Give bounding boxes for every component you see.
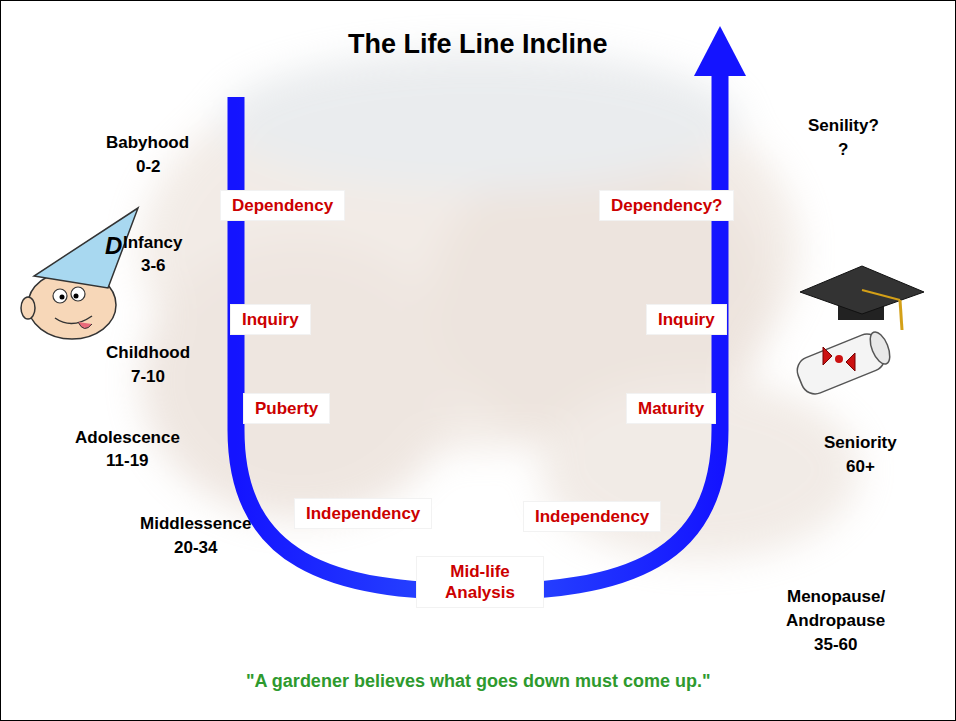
- stage-box: Inquiry: [646, 304, 727, 335]
- stage-text: Dependency: [232, 195, 333, 216]
- stage-text: Puberty: [255, 398, 318, 419]
- title: The Life Line Incline: [348, 29, 608, 60]
- stage-box: Dependency?: [599, 190, 734, 221]
- age-label: Senility?: [808, 116, 879, 136]
- stage-box: Dependency: [220, 190, 345, 221]
- age-label: Babyhood: [106, 133, 189, 153]
- stage-text: Mid-life Analysis: [428, 561, 532, 603]
- age-label: Menopause/: [787, 587, 885, 607]
- stage-box: Puberty: [243, 393, 330, 424]
- stage-box: Independency: [294, 498, 432, 529]
- age-label: 35-60: [814, 635, 857, 655]
- age-label: 20-34: [174, 538, 217, 558]
- age-label: Middlessence: [140, 514, 252, 534]
- caption: "A gardener believes what goes down must…: [246, 671, 711, 692]
- dunce-figure: [21, 208, 138, 339]
- stage-text: Independency: [306, 503, 420, 524]
- stage-box: Independency: [523, 501, 661, 532]
- stage-box: Maturity: [626, 393, 716, 424]
- stage-text: Dependency?: [611, 195, 722, 216]
- age-label: 0-2: [136, 157, 161, 177]
- age-label: Childhood: [106, 343, 190, 363]
- stage-box: Mid-life Analysis: [416, 556, 544, 608]
- stage-text: Maturity: [638, 398, 704, 419]
- age-label: 7-10: [131, 367, 165, 387]
- arrow-head: [694, 26, 746, 76]
- age-label: Seniority: [824, 433, 897, 453]
- age-label: ?: [838, 140, 848, 160]
- age-label: Adolescence: [75, 428, 180, 448]
- cap-letter: D: [105, 232, 122, 260]
- age-label: Infancy: [123, 233, 183, 253]
- age-label: 3-6: [141, 256, 166, 276]
- age-label: 60+: [846, 457, 875, 477]
- age-label: Andropause: [786, 611, 885, 631]
- graduation-cap-diploma: [793, 266, 924, 398]
- stage-text: Independency: [535, 506, 649, 527]
- stage-text: Inquiry: [658, 309, 715, 330]
- stage-box: Inquiry: [230, 304, 311, 335]
- age-label: 11-19: [106, 451, 149, 471]
- stage-text: Inquiry: [242, 309, 299, 330]
